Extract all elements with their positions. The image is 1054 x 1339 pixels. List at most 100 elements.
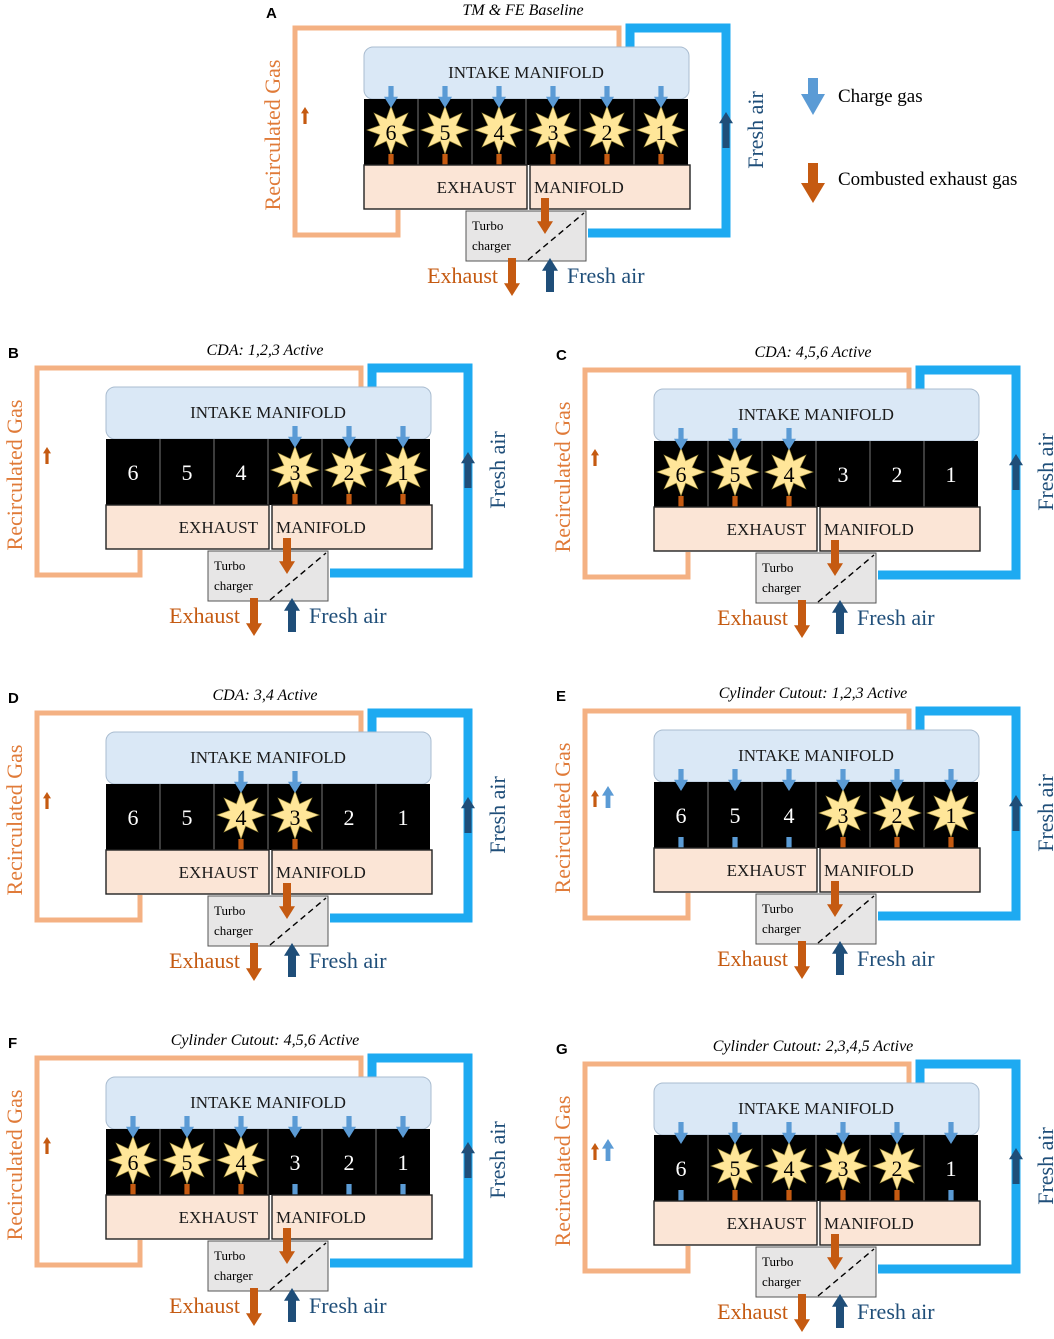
- recirculated-gas-label: Recirculated Gas: [2, 1090, 27, 1241]
- fresh-air-in-label: Fresh air: [857, 1299, 935, 1324]
- legend-charge-arrow: [801, 78, 825, 115]
- manifold-label: MANIFOLD: [276, 863, 366, 882]
- cylinder-3-label: 3: [290, 805, 301, 830]
- fresh-air-side-label: Fresh air: [485, 776, 510, 854]
- turbocharger: [207, 895, 329, 947]
- exhaust-manifold-right: [819, 506, 981, 552]
- recirc-charge-arrow-icon: [602, 786, 614, 808]
- manifold-label: MANIFOLD: [824, 1214, 914, 1233]
- cylinder-3-label: 3: [838, 1156, 849, 1181]
- intake-manifold-label: INTAKE MANIFOLD: [738, 405, 894, 424]
- cylinder-4-label: 4: [236, 460, 247, 485]
- cylinder-6-label: 6: [676, 1156, 687, 1181]
- cylinder-6-label: 6: [128, 805, 139, 830]
- fresh-air-side-label: Fresh air: [1033, 433, 1054, 511]
- cylinder-2-label: 2: [602, 120, 613, 145]
- exhaust-to-turbo-arrow-icon: [827, 1234, 843, 1270]
- charge-gas-arrow-icon: [546, 86, 560, 108]
- cylinder-1-label: 1: [946, 1156, 957, 1181]
- cylinder-5-label: 5: [730, 462, 741, 487]
- cylinder-1-label: 1: [398, 1150, 409, 1175]
- cylinder-1-label: 1: [398, 460, 409, 485]
- turbocharger: [465, 210, 587, 262]
- recirc-flow-arrow-icon: [43, 1137, 51, 1154]
- panel-title: CDA: 3,4 Active: [212, 687, 317, 704]
- turbo-divider: [269, 1242, 327, 1291]
- cylinder-2-label: 2: [344, 1150, 355, 1175]
- fresh-air-side-label: Fresh air: [743, 91, 768, 169]
- charge-gas-arrow-icon: [126, 1116, 140, 1138]
- manifold-label: MANIFOLD: [276, 1208, 366, 1227]
- charge-gas-arrow-icon: [944, 1122, 958, 1144]
- exhaust-manifold-left: [653, 1200, 818, 1246]
- exhaust-manifold-right: [271, 504, 433, 550]
- exhaust-out-label: Exhaust: [717, 1299, 788, 1324]
- charge-gas-arrow-icon: [654, 86, 668, 108]
- legend-combusted-arrow-icon: [801, 163, 825, 203]
- fresh-air-pipe: [878, 1059, 1021, 1274]
- manifold-label: MANIFOLD: [276, 518, 366, 537]
- cylinder-5-label: 5: [440, 120, 451, 145]
- intake-manifold-label: INTAKE MANIFOLD: [190, 748, 346, 767]
- cylinder-3-label: 3: [548, 120, 559, 145]
- charge-gas-arrow-icon: [836, 769, 850, 791]
- legend-charge-arrow-icon: [801, 78, 825, 115]
- fresh-air-in-arrow-icon: [284, 1288, 300, 1322]
- recirculated-gas-label: Recirculated Gas: [550, 1096, 575, 1247]
- charge-gas-arrow-icon: [492, 86, 506, 108]
- charge-gas-arrow-icon: [890, 769, 904, 791]
- recirc-flow-arrow-icon: [591, 449, 599, 466]
- exhaust-out-label: Exhaust: [169, 603, 240, 628]
- turbo-label-1: Turbo: [214, 1248, 245, 1263]
- intake-manifold-label: INTAKE MANIFOLD: [190, 1093, 346, 1112]
- charge-gas-arrow-icon: [728, 769, 742, 791]
- panel-title: Cylinder Cutout: 2,3,4,5 Active: [713, 1038, 914, 1055]
- exhaust-out-arrow-icon: [794, 600, 810, 638]
- cylinder-6-label: 6: [676, 462, 687, 487]
- turbo-label-1: Turbo: [214, 903, 245, 918]
- turbo-divider: [269, 552, 327, 601]
- fresh-air-in-arrow-icon: [284, 598, 300, 632]
- cylinder-4-label: 4: [784, 803, 795, 828]
- recirc-flow-arrow-icon: [591, 1143, 599, 1160]
- fresh-air-side-label: Fresh air: [485, 1121, 510, 1199]
- turbo-label-1: Turbo: [762, 901, 793, 916]
- fresh-air-pipe: [330, 363, 473, 578]
- panel-title: TM & FE Baseline: [462, 2, 583, 19]
- cylinder-1-label: 1: [398, 805, 409, 830]
- fresh-air-pipe-arrow-icon: [1009, 795, 1023, 831]
- exhaust-label: EXHAUST: [727, 861, 807, 880]
- panel-letter: G: [556, 1041, 568, 1058]
- cylinder-2-label: 2: [892, 803, 903, 828]
- fresh-air-in-label: Fresh air: [857, 605, 935, 630]
- cylinder-3-label: 3: [838, 803, 849, 828]
- exhaust-manifold-right: [819, 1200, 981, 1246]
- exhaust-manifold-left: [105, 1194, 270, 1240]
- fresh-air-in-label: Fresh air: [567, 263, 645, 288]
- recirc-pipe: [582, 708, 912, 921]
- exhaust-out-arrow-icon: [504, 258, 520, 296]
- turbo-label-2: charger: [214, 1268, 253, 1283]
- fresh-air-pipe-arrow-icon: [461, 797, 475, 833]
- charge-gas-arrow-icon: [438, 86, 452, 108]
- cylinder-2-label: 2: [344, 460, 355, 485]
- exhaust-to-turbo-arrow-icon: [827, 881, 843, 917]
- charge-gas-arrow-icon: [288, 426, 302, 448]
- cylinder-5-label: 5: [730, 1156, 741, 1181]
- intake-manifold-label: INTAKE MANIFOLD: [190, 403, 346, 422]
- turbocharger: [207, 550, 329, 602]
- cylinder-6-label: 6: [128, 460, 139, 485]
- recirc-flow-arrow-icon: [43, 447, 51, 464]
- manifold-label: MANIFOLD: [824, 861, 914, 880]
- cylinder-4-label: 4: [236, 1150, 247, 1175]
- fresh-air-in-label: Fresh air: [309, 1293, 387, 1318]
- intake-manifold-label: INTAKE MANIFOLD: [738, 746, 894, 765]
- exhaust-out-label: Exhaust: [169, 1293, 240, 1318]
- turbo-label-2: charger: [472, 238, 511, 253]
- cylinder-2-label: 2: [892, 462, 903, 487]
- recirc-flow-arrow-icon: [301, 107, 309, 124]
